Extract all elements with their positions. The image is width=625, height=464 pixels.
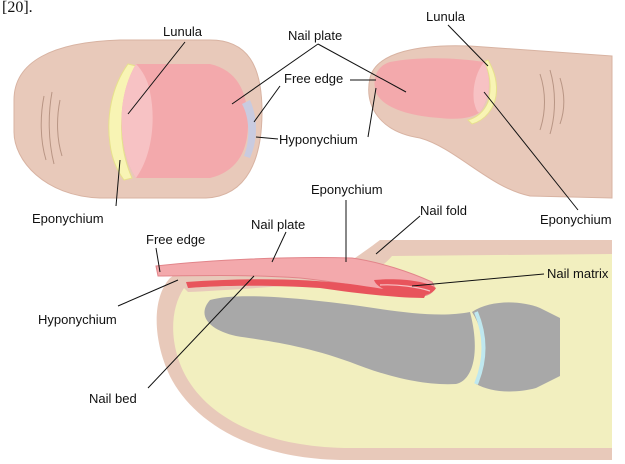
header-fragment: [20]. [2,0,33,16]
label-hyponychium-section: Hyponychium [38,312,117,327]
label-nail-plate-section: Nail plate [251,217,305,232]
finger-top-right [369,46,612,198]
label-lunula-top-left: Lunula [163,24,203,39]
finger-cross-section [156,240,612,460]
finger-top-left [14,40,262,198]
label-eponychium-top-left: Eponychium [32,211,104,226]
label-nail-matrix-section: Nail matrix [547,266,609,281]
label-nail-plate-top: Nail plate [288,28,342,43]
label-lunula-top-right: Lunula [426,9,466,24]
label-eponychium-section: Eponychium [311,182,383,197]
label-free-edge-top: Free edge [284,71,343,86]
label-free-edge-section: Free edge [146,232,205,247]
label-nail-bed-section: Nail bed [89,391,137,406]
label-nail-fold-section: Nail fold [420,203,467,218]
label-eponychium-top-right: Eponychium [540,212,612,227]
label-hyponychium-top: Hyponychium [279,132,358,147]
